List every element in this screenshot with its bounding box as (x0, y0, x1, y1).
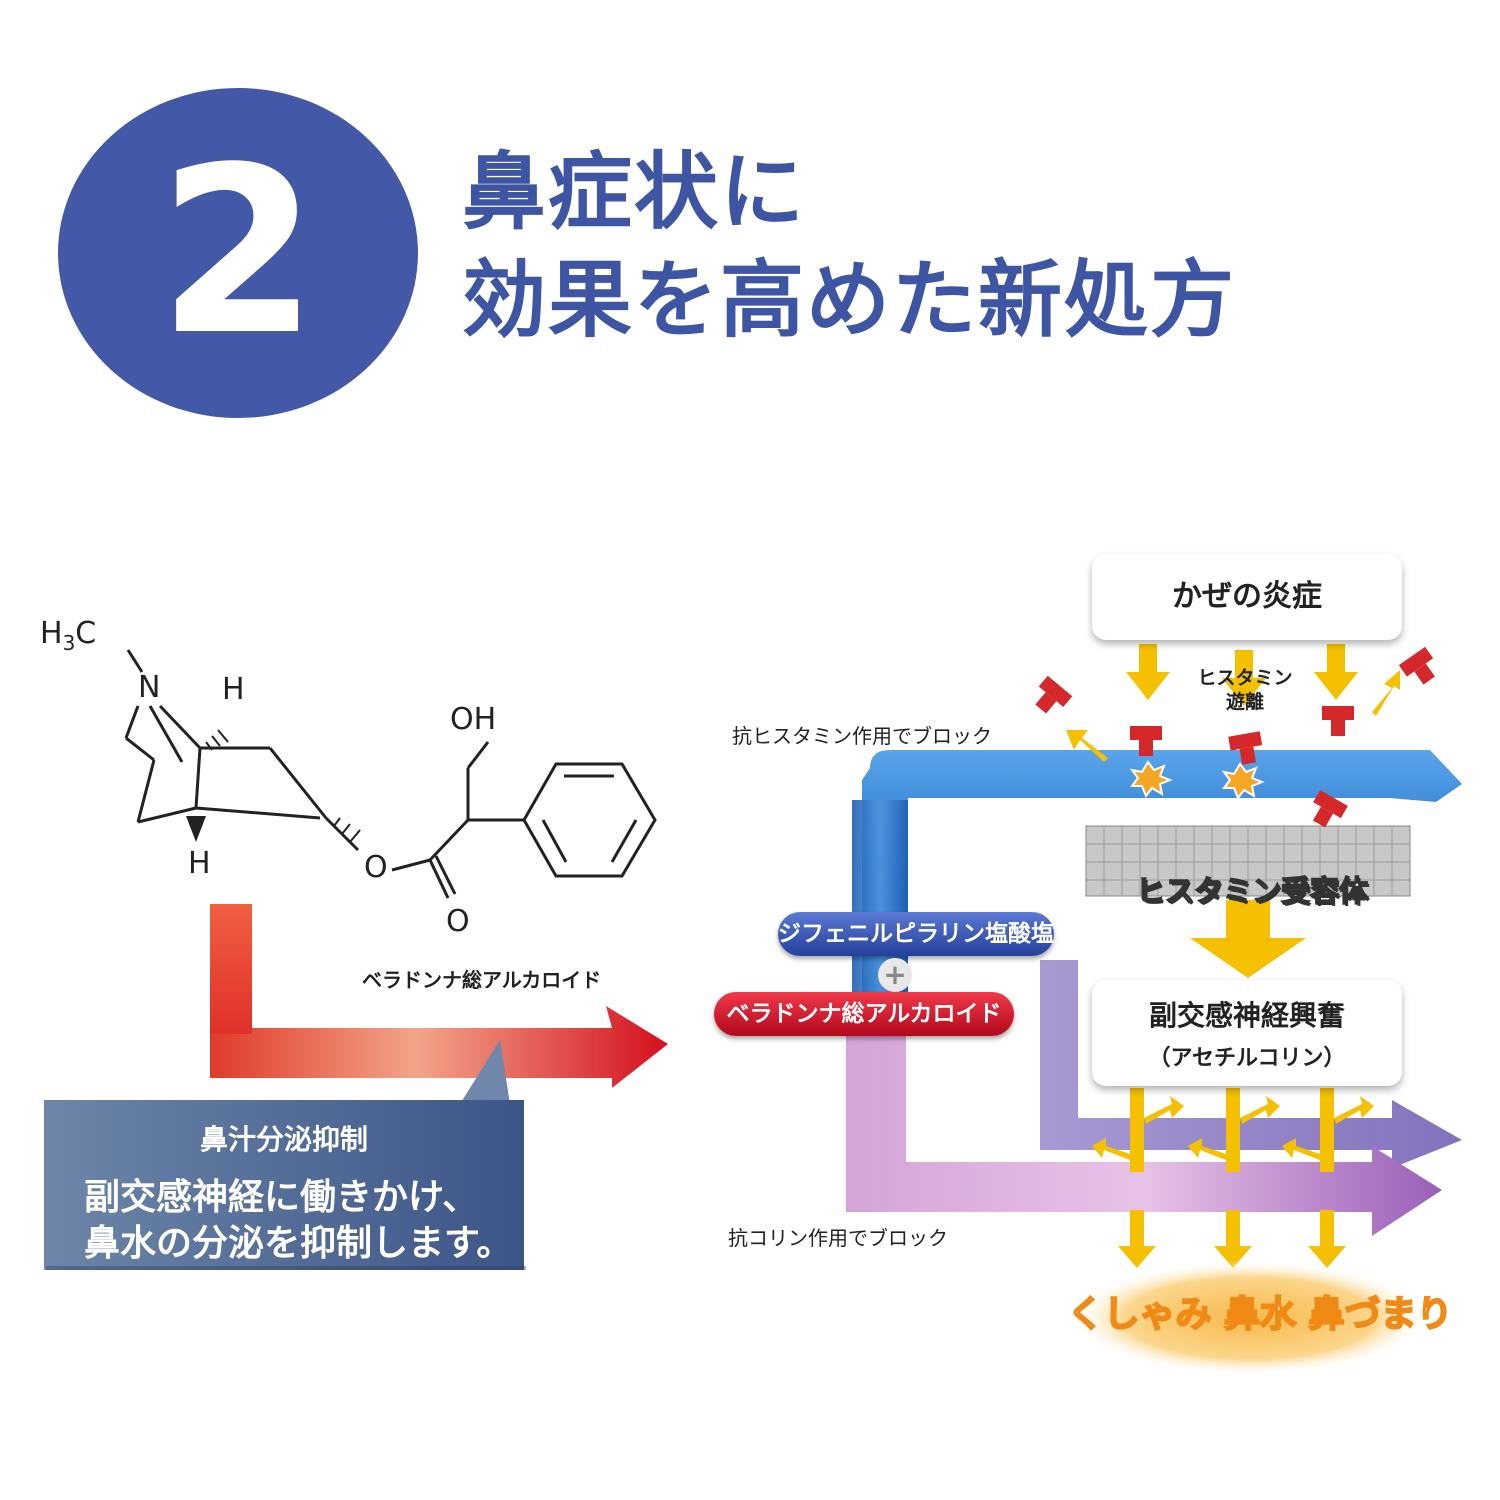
page-title-line-2: 効果を高めた新処方 (462, 251, 1237, 349)
purple-pathway-arrow-lower (846, 1000, 1442, 1236)
histamine-molecule (1322, 706, 1354, 736)
yellow-arrow-receptor-to-nerve (1190, 900, 1306, 978)
atom-o-carbonyl: O (446, 904, 470, 939)
antihistamine-label: 抗ヒスタミン作用でブロック (732, 724, 992, 748)
histamine-molecule (1028, 675, 1073, 720)
anticholine-label: 抗コリン作用でブロック (728, 1226, 948, 1250)
stereo-wedge (186, 816, 206, 842)
purple-pathway-arrow-upper (1040, 960, 1462, 1168)
diphenylpyraline-pill: ジフェニルピラリン塩酸塩 (778, 912, 1054, 956)
callout-box (44, 1040, 526, 1270)
parasympathetic-box: 副交感神経興奮 （アセチルコリン） (1092, 980, 1402, 1086)
yellow-arrow-1 (1126, 644, 1170, 700)
parasympathetic-title: 副交感神経興奮 (1148, 999, 1345, 1032)
histamine-molecule (1398, 646, 1443, 690)
molecule-name: ベラドンナ総アルカロイド (362, 968, 602, 992)
atom-h-top: H (222, 672, 245, 707)
symptoms-label: くしゃみ 鼻水 鼻づまり (1066, 1293, 1453, 1336)
atom-h-bottom: H (188, 846, 211, 881)
callout-title: 鼻汁分泌抑制 (199, 1123, 368, 1156)
atom-n: N (138, 670, 161, 705)
molecule-structure (124, 649, 657, 899)
atom-o-ester: O (364, 850, 388, 885)
parasympathetic-subtitle: （アセチルコリン） (1148, 1046, 1346, 1071)
deflect-arrows (1066, 670, 1400, 762)
callout-line-2: 鼻水の分泌を抑制します。 (84, 1223, 513, 1264)
symptoms-glow (1070, 1260, 1430, 1376)
page-title-line-1: 鼻症状に (462, 143, 807, 241)
red-pathway-arrow (210, 904, 668, 1088)
histamine-receptor-grid (1085, 825, 1411, 897)
callout-line-1: 副交感神経に働きかけ、 (84, 1177, 479, 1218)
stereo-hash (205, 729, 361, 843)
histamine-receptor-label: ヒスタミン受容体 (1135, 873, 1369, 909)
histamine-release-label: ヒスタミン 遊離 (1197, 667, 1293, 713)
burst-icon (1129, 760, 1265, 801)
belladonna-pill: ベラドンナ総アルカロイド (714, 992, 1014, 1036)
yellow-arrow-2 (1314, 644, 1358, 700)
yellow-arrows-symptoms (1092, 1088, 1374, 1268)
atom-oh: OH (450, 702, 497, 737)
plus-icon: + (878, 958, 912, 992)
step-number: 2 (157, 119, 319, 386)
step-badge (58, 88, 418, 418)
inflammation-box: かぜの炎症 (1092, 554, 1402, 640)
atom-h3c: H3C (40, 616, 97, 655)
